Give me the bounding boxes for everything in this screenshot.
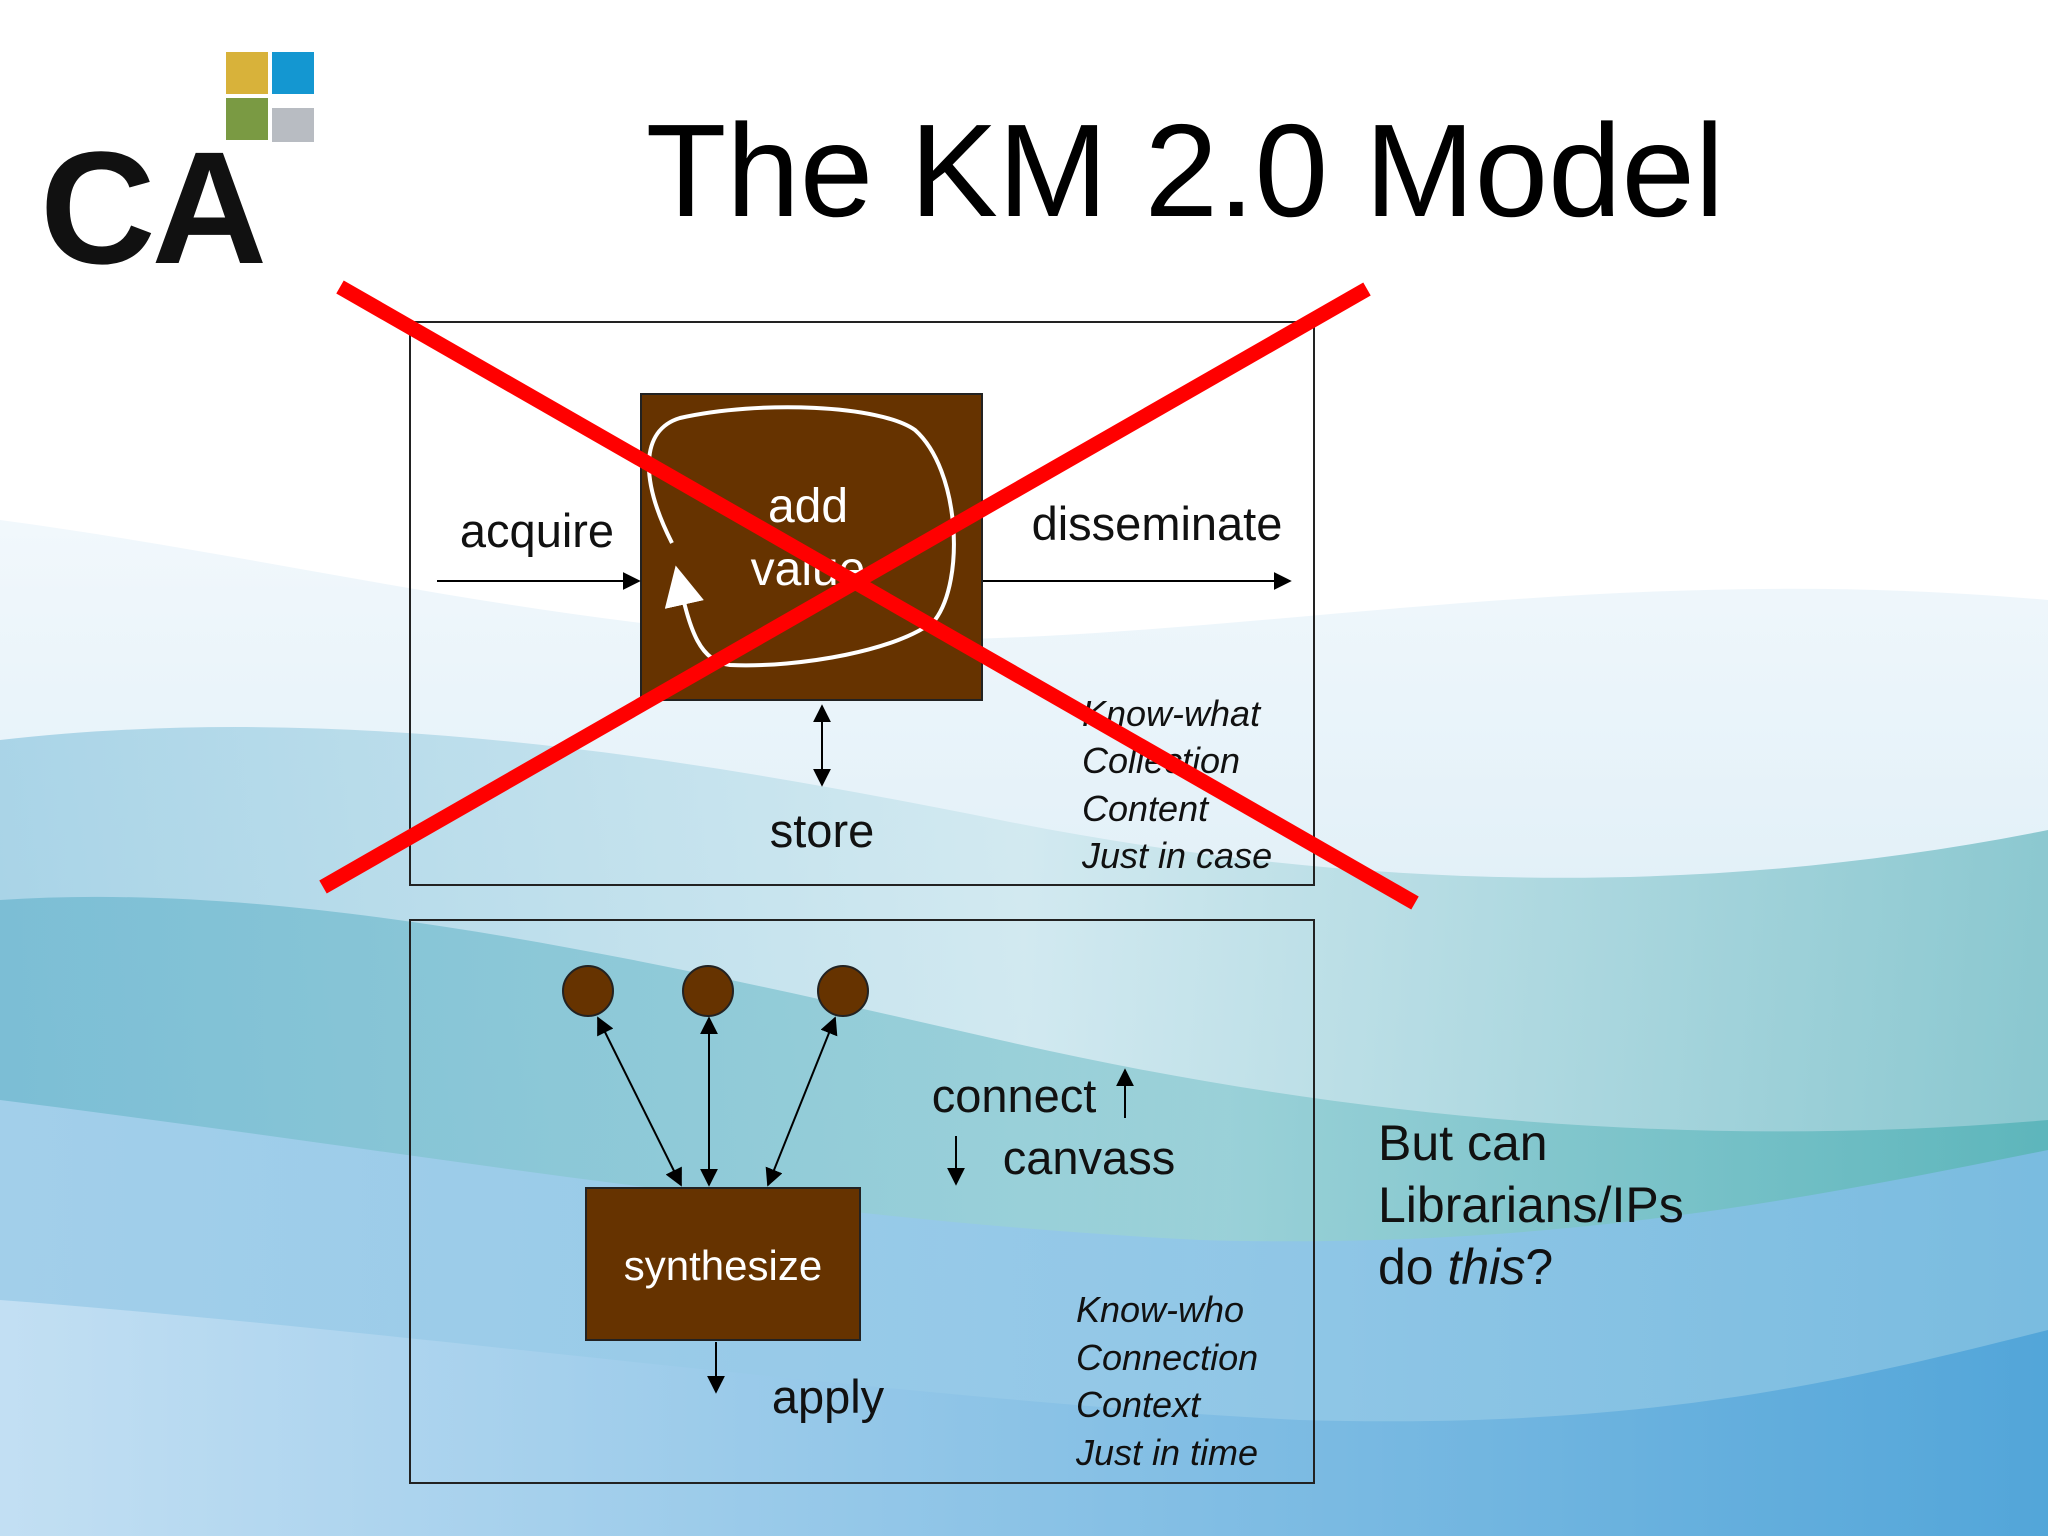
- logo-square-green: [226, 98, 268, 140]
- characteristic-just-in-time: Just in time: [1075, 1432, 1258, 1473]
- new-model: synthesize apply connect canvass Know-wh…: [409, 919, 1315, 1484]
- ca-logo: CA: [40, 40, 340, 288]
- canvass-label: canvass: [1003, 1131, 1175, 1184]
- logo-square-blue: [272, 52, 314, 94]
- logo-text: CA: [40, 118, 267, 297]
- network-node-3: [817, 965, 869, 1017]
- synthesize-label: synthesize: [624, 1242, 822, 1289]
- side-question-emphasis: this: [1447, 1239, 1526, 1295]
- old-model-frame: [409, 321, 1315, 886]
- disseminate-label: disseminate: [1032, 497, 1283, 550]
- apply-label: apply: [772, 1370, 885, 1423]
- link-arrow-3: [765, 1016, 838, 1187]
- logo-square-gray: [272, 108, 314, 142]
- cross-line-2: [319, 282, 1371, 894]
- page-title: The KM 2.0 Model: [645, 97, 1725, 244]
- old-model-characteristics: Know-what Collection Content Just in cas…: [1081, 693, 1272, 876]
- side-question-suffix: ?: [1525, 1239, 1554, 1295]
- side-question-line1: But can: [1378, 1115, 1548, 1171]
- new-model-frame: [409, 919, 1315, 1484]
- network-node-1: [562, 965, 614, 1017]
- side-question-prefix: do: [1378, 1239, 1448, 1295]
- add-value-label-line1: add: [768, 480, 848, 533]
- characteristic-just-in-case: Just in case: [1081, 835, 1272, 876]
- red-cross-out: [319, 280, 1419, 910]
- characteristic-context: Context: [1076, 1384, 1202, 1425]
- characteristic-connection: Connection: [1076, 1337, 1258, 1378]
- synthesize-box: [585, 1187, 861, 1341]
- new-model-characteristics: Know-who Connection Context Just in time: [1075, 1289, 1258, 1473]
- characteristic-know-who: Know-who: [1076, 1289, 1244, 1330]
- side-question-line2: Librarians/IPs: [1378, 1177, 1684, 1233]
- store-label: store: [770, 804, 875, 857]
- logo-square-yellow: [226, 52, 268, 94]
- network-node-2: [682, 965, 734, 1017]
- link-arrow-1: [597, 1016, 682, 1187]
- side-question: But can Librarians/IPs do this?: [1378, 1112, 1684, 1298]
- acquire-label: acquire: [460, 504, 614, 557]
- cycle-loop-arrow: [646, 405, 956, 668]
- characteristic-content: Content: [1082, 788, 1210, 829]
- side-question-line3: do this?: [1378, 1236, 1684, 1298]
- connect-label: connect: [932, 1069, 1097, 1122]
- cross-line-1: [336, 280, 1419, 910]
